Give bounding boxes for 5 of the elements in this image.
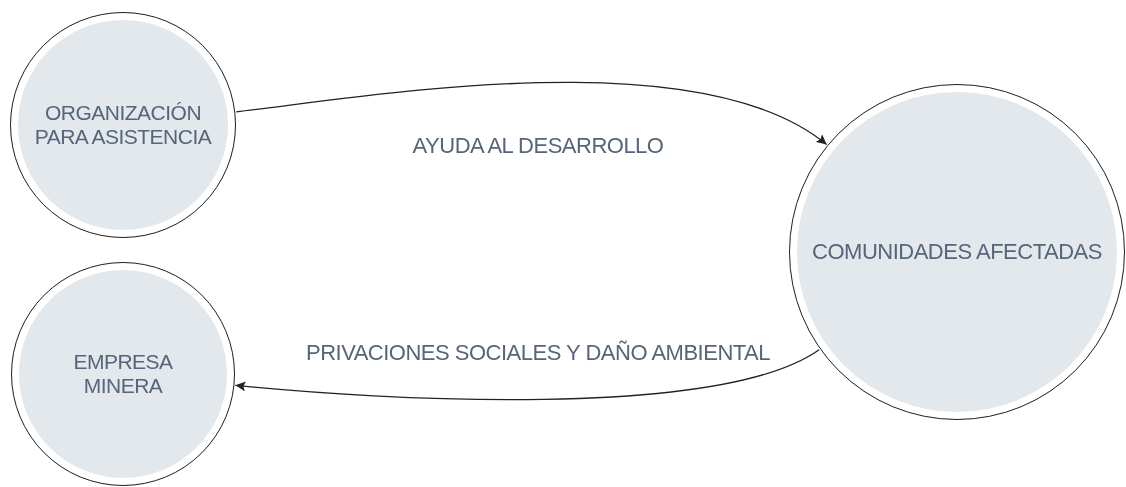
arrow: [234, 349, 820, 401]
arrow: [235, 82, 828, 146]
node-label: EMPRESA MINERA: [72, 349, 174, 399]
node-label: COMUNIDADES AFECTADAS: [812, 239, 1102, 265]
node-label: ORGANIZACIÓN PARA ASISTENCIA: [33, 100, 213, 150]
